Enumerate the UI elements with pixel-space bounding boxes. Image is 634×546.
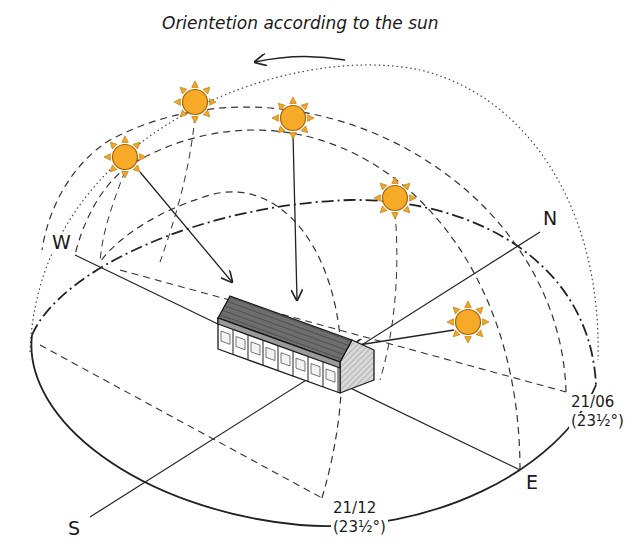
building (218, 296, 374, 393)
summer-chord (120, 270, 566, 392)
direction-arrow (255, 56, 345, 62)
sun-ray-arrow (352, 330, 454, 346)
solstice-date: 21/06 (569, 394, 616, 411)
summer-sun-path (42, 107, 566, 392)
meridian (100, 171, 125, 262)
horizon-back (32, 200, 596, 385)
compass-label: S (66, 518, 82, 539)
sun-symbol (104, 136, 146, 178)
window-pane (281, 353, 290, 366)
solstice-angle: (23½°) (331, 519, 388, 536)
diagram-title: Orientetion according to the sun (160, 14, 441, 33)
window-pane (266, 347, 275, 360)
window-pane (326, 369, 335, 382)
window-mullion (263, 340, 264, 365)
window-mullion (233, 329, 234, 354)
window-pane (251, 342, 260, 355)
sun-symbol (447, 301, 489, 343)
north-south-line (90, 232, 540, 517)
sun-symbol (374, 177, 416, 219)
sun-symbol (272, 97, 314, 139)
window-mullion (308, 356, 309, 381)
compass-label: W (50, 232, 73, 253)
window-mullion (278, 346, 279, 371)
meridian (160, 116, 195, 262)
window-pane (311, 364, 320, 377)
compass-label: N (541, 208, 559, 229)
meridian (380, 212, 397, 380)
window-pane (236, 336, 245, 349)
window-pane (221, 331, 230, 344)
sky-dome (30, 65, 598, 360)
solstice-date: 21/12 (331, 500, 378, 517)
building-windows (221, 329, 338, 392)
compass-label: E (524, 472, 540, 493)
sun-ray-arrow (293, 134, 297, 300)
sun-ray-arrow (140, 172, 232, 282)
equinox-sun-path (75, 130, 520, 470)
solstice-angle: (23½°) (569, 413, 626, 430)
window-mullion (323, 362, 324, 387)
sun-symbol (174, 81, 216, 123)
suns (104, 81, 489, 343)
window-mullion (248, 335, 249, 360)
window-mullion (338, 367, 339, 392)
window-mullion (293, 351, 294, 376)
window-pane (296, 358, 305, 371)
